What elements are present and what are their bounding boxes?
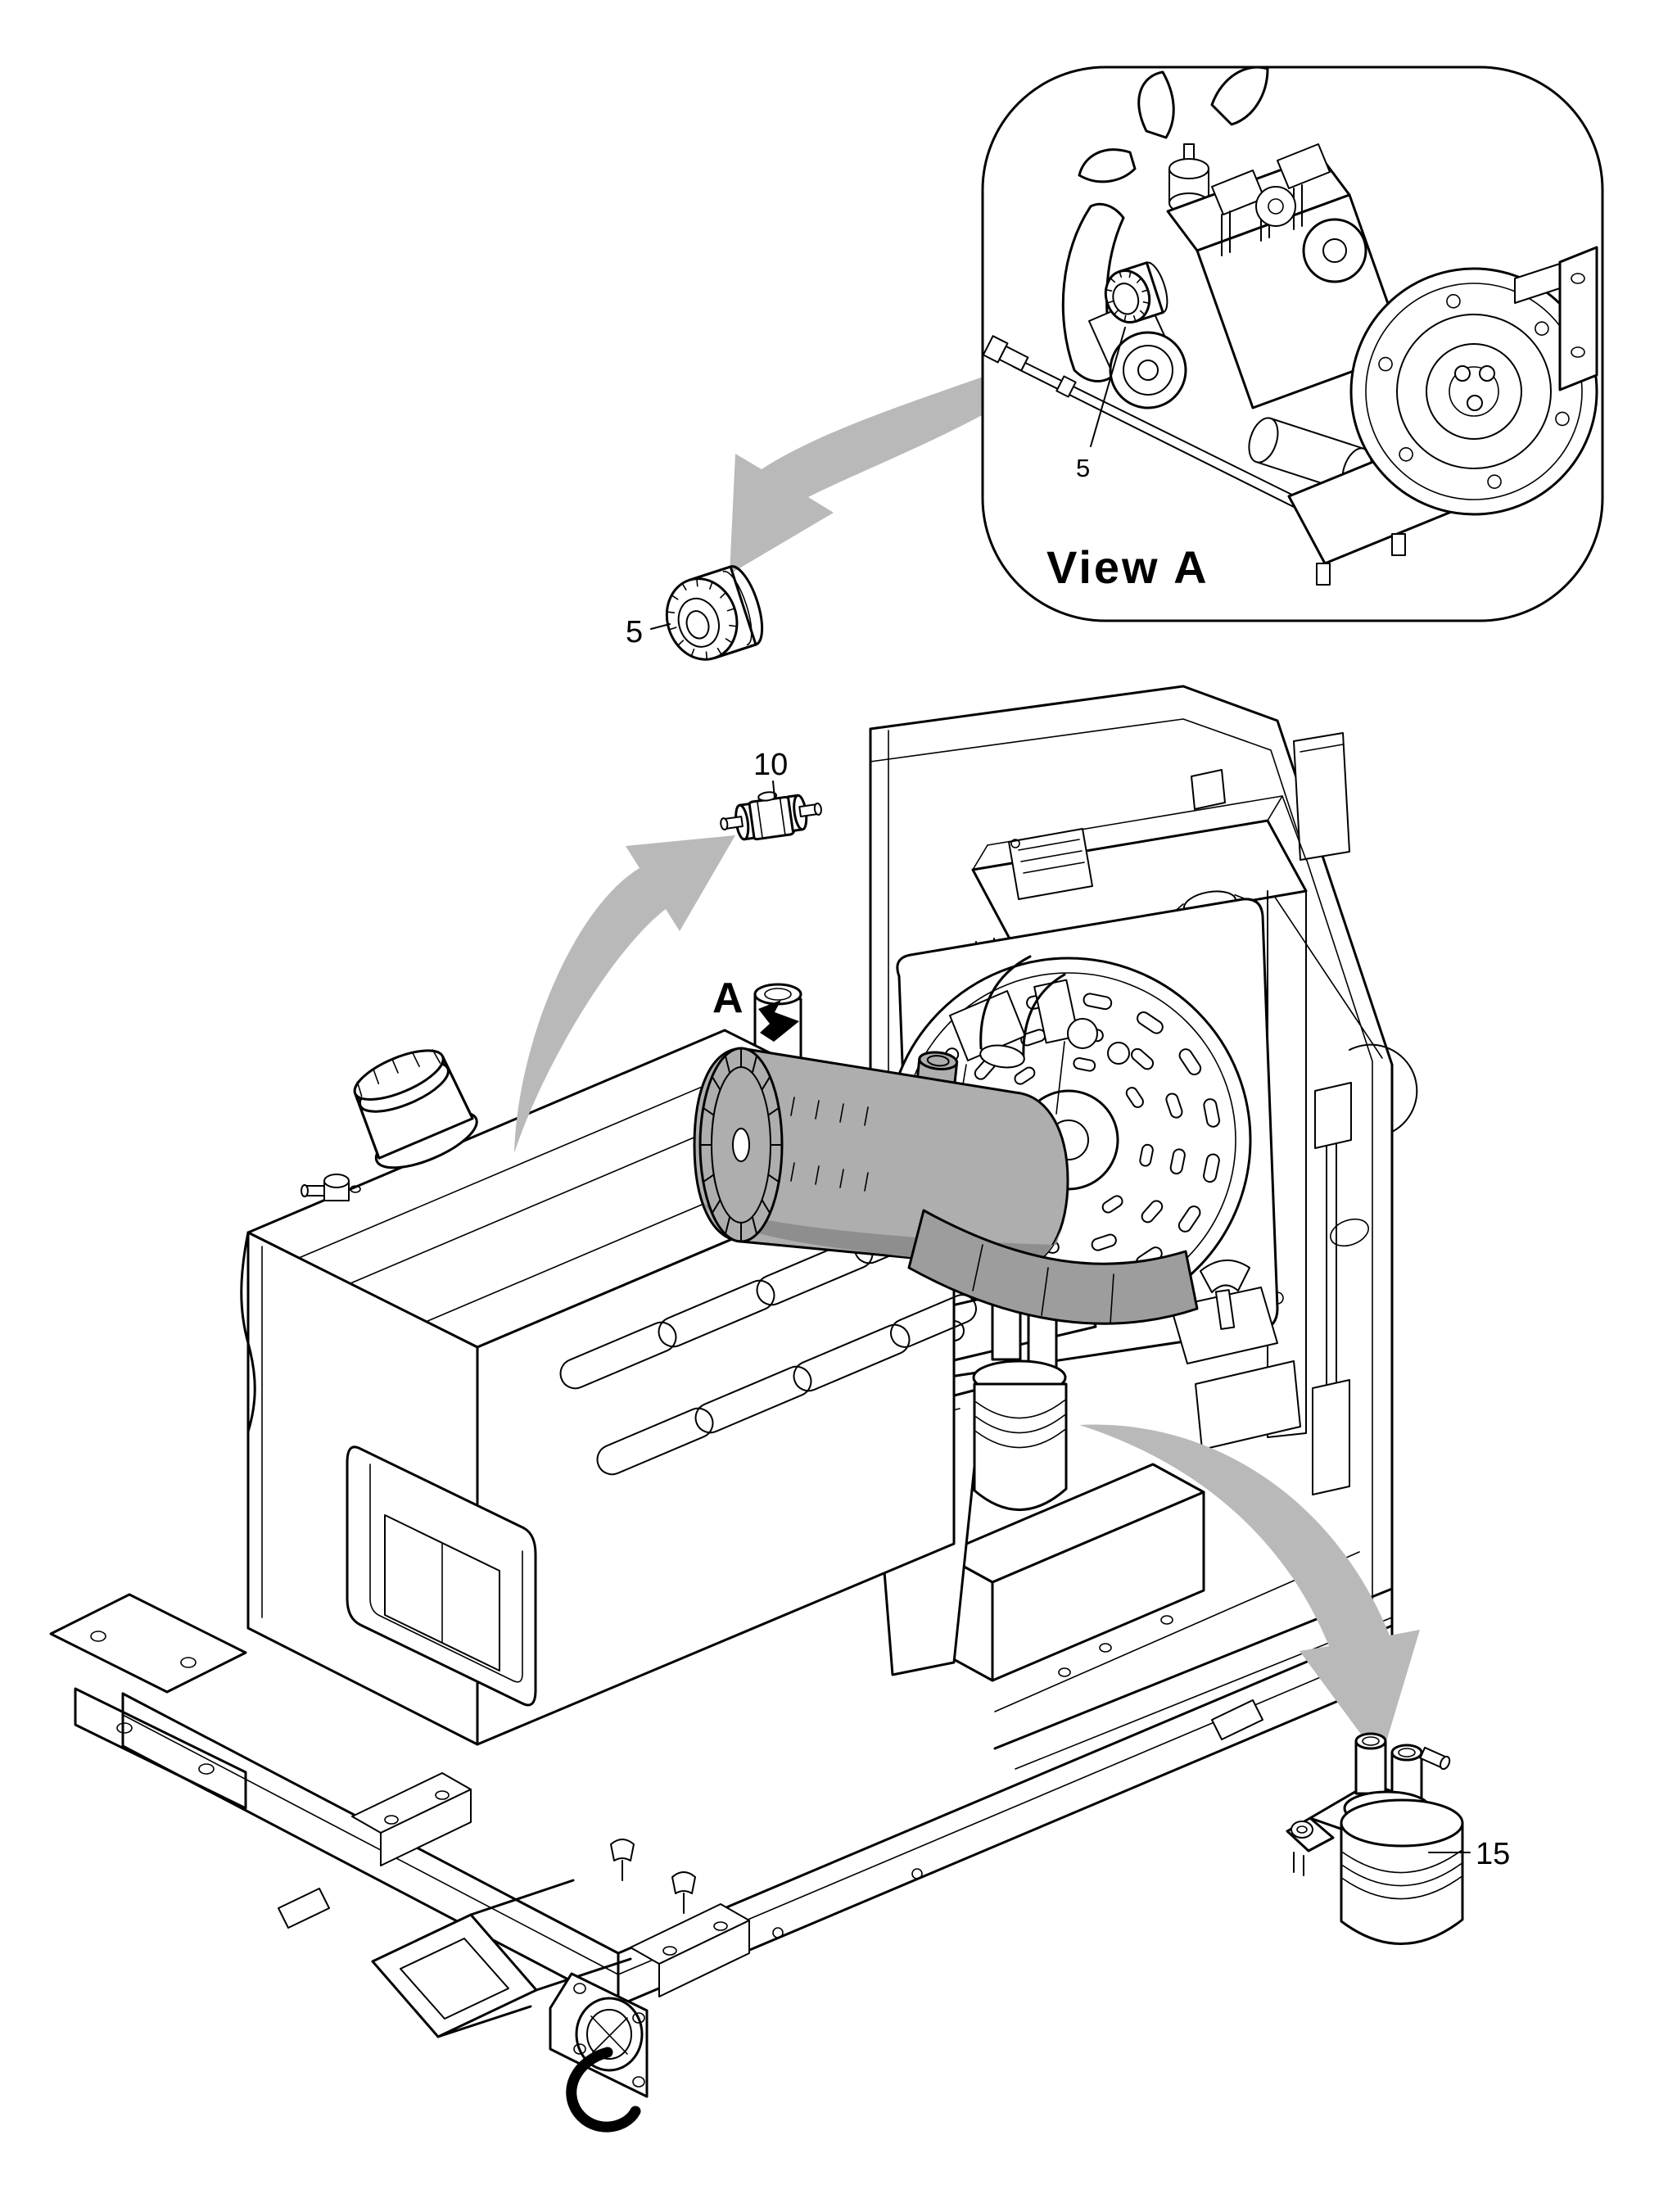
machine-illustration: A <box>49 685 1418 2133</box>
inline-fuel-filter-illustration: 10 <box>720 748 822 841</box>
frame-hook-icon <box>566 2047 641 2133</box>
engine-to-fuel-filter-arrow-icon <box>1079 1424 1420 1761</box>
radiator <box>971 795 1308 1438</box>
view-marker-a: A <box>712 975 744 1022</box>
tank-to-inline-filter-arrow-icon <box>514 835 735 1153</box>
callout-oil-filter: 5 <box>626 615 643 649</box>
tank-vent-fitting-icon <box>301 1174 361 1201</box>
air-cleaner-end-ribs <box>699 1047 783 1242</box>
spec-decal <box>1008 828 1093 900</box>
air-cleaner <box>693 1047 1199 1325</box>
callout-fuel-filter-assembly: 15 <box>1476 1837 1510 1871</box>
base-frame <box>49 1551 1394 2133</box>
wing-bolt-icon <box>610 1839 696 1914</box>
inset-engine-illustration <box>982 66 1598 586</box>
intake-hose <box>907 1209 1199 1325</box>
inset-callout-oil-filter: 5 <box>1076 454 1090 482</box>
tank-ribs <box>559 1202 977 1476</box>
fuel-tank <box>240 1029 977 1746</box>
drawbar-tube-icon <box>371 1879 632 2038</box>
frame-flange-icon <box>549 1972 649 2098</box>
callout-inline-fuel-filter: 10 <box>753 748 788 782</box>
fuel-filler-cap-icon <box>353 1049 478 1169</box>
view-direction-arrow-icon <box>758 1000 799 1042</box>
fuel-filter-assembly-illustration: 15 <box>1286 1732 1510 1945</box>
fuel-tank-recess <box>346 1445 537 1707</box>
view-a-inset: 5 View A <box>981 66 1604 622</box>
oil-filter-illustration: 5 <box>626 565 764 661</box>
view-a-caption: View A <box>1046 541 1209 593</box>
